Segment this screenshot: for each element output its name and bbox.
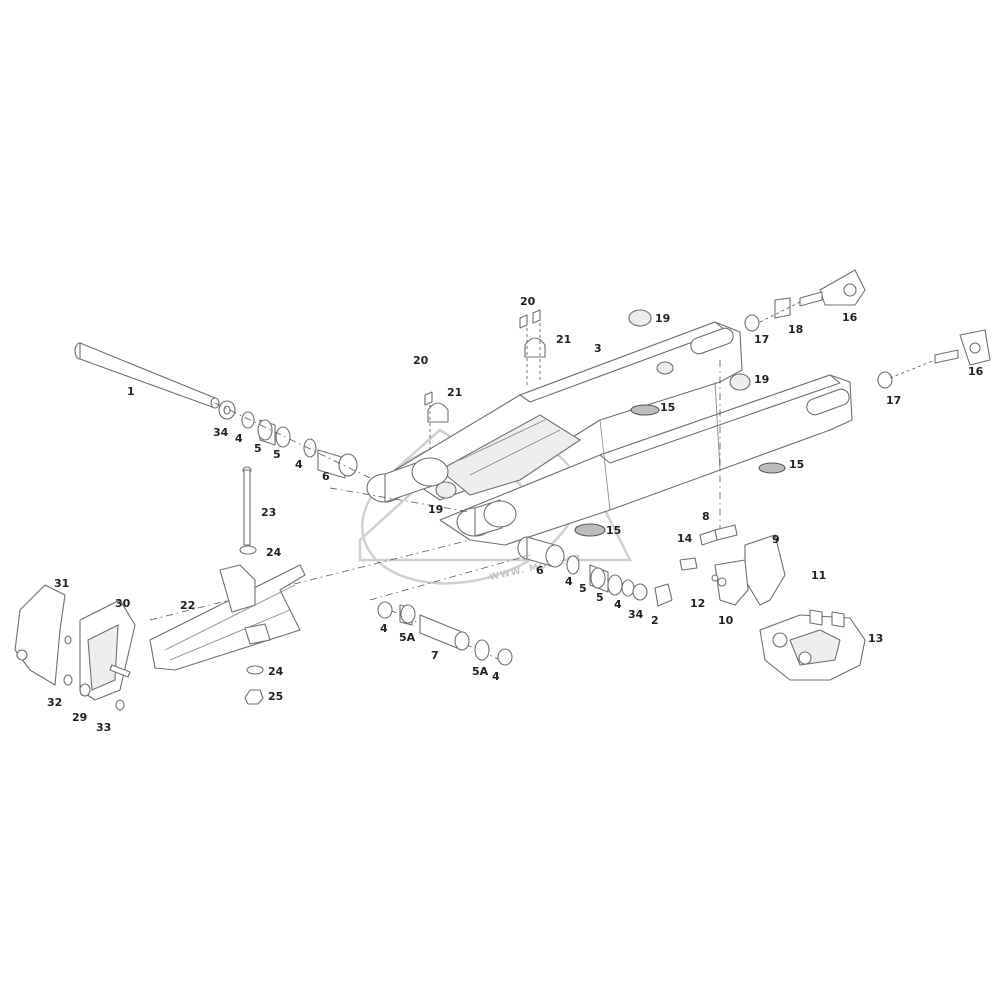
callout-c16a: 16 <box>842 311 858 324</box>
callout-c15b: 15 <box>789 458 804 471</box>
linkage-bolt <box>239 466 257 555</box>
callout-c15c: 15 <box>606 524 621 537</box>
callout-c4f: 4 <box>492 670 500 683</box>
callout-c15a: 15 <box>660 401 675 414</box>
callout-c16b: 16 <box>968 365 984 378</box>
callout-c4e: 4 <box>380 622 388 635</box>
callout-c34b: 34 <box>628 608 644 621</box>
callout-c17b: 17 <box>886 394 901 407</box>
caps <box>628 309 751 391</box>
callout-c2: 2 <box>651 614 659 627</box>
callout-c21b: 21 <box>447 386 462 399</box>
callout-c7: 7 <box>431 649 439 662</box>
callout-c33: 33 <box>96 721 111 734</box>
callout-c5b: 5 <box>273 448 281 461</box>
callout-c19b: 19 <box>754 373 769 386</box>
brake-caliper <box>759 609 866 681</box>
rubber-pads <box>574 404 786 537</box>
callout-c31: 31 <box>54 577 69 590</box>
callout-c11: 11 <box>811 569 826 582</box>
pivot-bolt <box>74 342 220 409</box>
callout-c25: 25 <box>268 690 283 703</box>
callout-c22: 22 <box>180 599 195 612</box>
callout-c13: 13 <box>868 632 883 645</box>
callout-c9: 9 <box>772 533 780 546</box>
callout-c4d: 4 <box>614 598 622 611</box>
chain-adjusters <box>744 269 991 389</box>
chain-guide <box>14 584 136 711</box>
callout-labels: 1 34 4 5 5 4 6 20 21 20 21 3 19 18 16 17… <box>47 295 984 734</box>
callout-c23: 23 <box>261 506 276 519</box>
callout-c18: 18 <box>788 323 803 336</box>
callout-c5Aa: 5A <box>399 631 416 644</box>
callout-c12: 12 <box>690 597 705 610</box>
callout-c8: 8 <box>702 510 710 523</box>
callout-c34a: 34 <box>213 426 229 439</box>
callout-c29: 29 <box>72 711 87 724</box>
lower-bushing-stack <box>377 601 513 666</box>
callout-c5c: 5 <box>579 582 587 595</box>
callout-c30: 30 <box>115 597 131 610</box>
callout-c19a: 19 <box>655 312 670 325</box>
right-pivot-stack <box>517 536 673 607</box>
caliper-bracket <box>679 524 786 606</box>
callout-c6b: 6 <box>536 564 544 577</box>
callout-c5a: 5 <box>254 442 262 455</box>
callout-c24b: 24 <box>268 665 284 678</box>
callout-c4a: 4 <box>235 432 243 445</box>
slider-fasteners <box>244 665 264 705</box>
callout-c19c: 19 <box>428 503 443 516</box>
callout-c4c: 4 <box>565 575 573 588</box>
chain-guide-clamps <box>424 309 546 450</box>
callout-c10: 10 <box>718 614 734 627</box>
callout-c32: 32 <box>47 696 62 709</box>
callout-c20b: 20 <box>413 354 429 367</box>
callout-c1: 1 <box>127 385 135 398</box>
callout-c20a: 20 <box>520 295 536 308</box>
callout-c24a: 24 <box>266 546 282 559</box>
callout-c3: 3 <box>594 342 602 355</box>
callout-c5Ab: 5A <box>472 665 489 678</box>
callout-c4b: 4 <box>295 458 303 471</box>
callout-c5d: 5 <box>596 591 604 604</box>
callout-c6a: 6 <box>322 470 330 483</box>
callout-c14: 14 <box>677 532 693 545</box>
callout-c17a: 17 <box>754 333 769 346</box>
swingarm <box>366 321 853 546</box>
chain-slider <box>149 564 306 671</box>
callout-c21a: 21 <box>556 333 571 346</box>
